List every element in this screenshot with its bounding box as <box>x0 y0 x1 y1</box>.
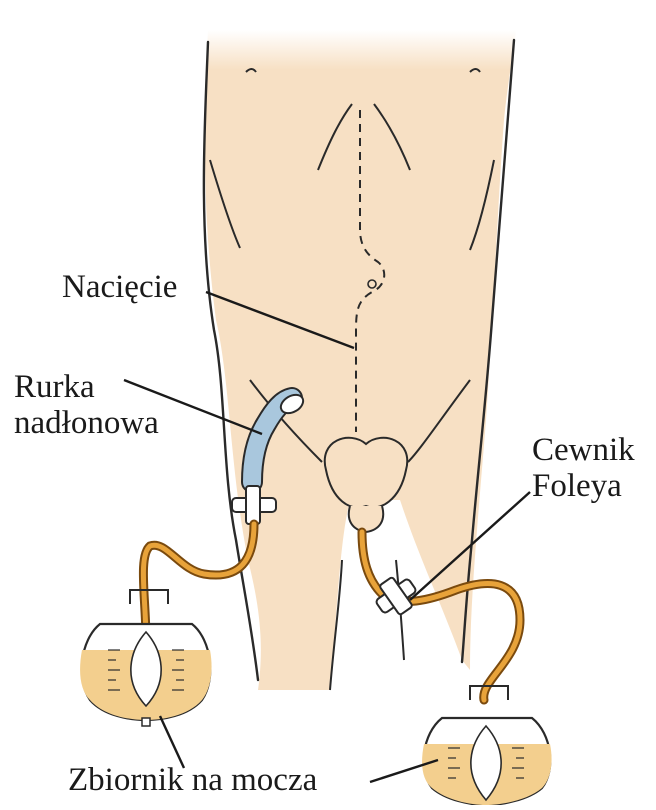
suprapubic-label-line2: nadłonowa <box>14 406 159 440</box>
incision-label: Nacięcie <box>62 270 177 304</box>
right-urine-bag <box>422 686 552 805</box>
foley-label-line1: Cewnik <box>532 433 635 467</box>
penis <box>349 506 383 532</box>
left-bag-valve <box>142 718 150 726</box>
suprapubic-label-line1: Rurka <box>14 370 95 404</box>
left-bag-hanger <box>130 590 168 604</box>
suprapubic-connector-neck <box>246 486 260 524</box>
urine-bag-label: Zbiornik na mocza <box>68 763 317 797</box>
left-bag-leader <box>160 716 184 768</box>
scrotum <box>325 438 408 508</box>
foley-label-line2: Foleya <box>532 469 622 503</box>
